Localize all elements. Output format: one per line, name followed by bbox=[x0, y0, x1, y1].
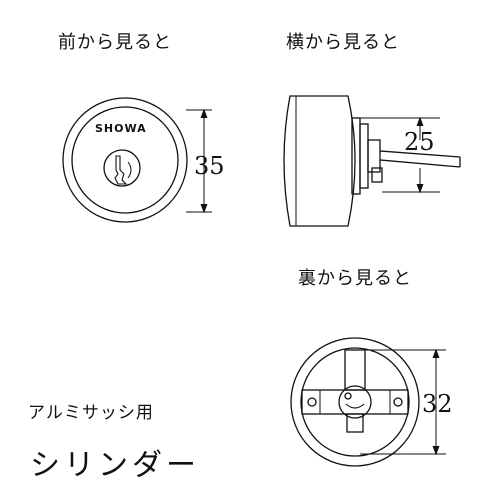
key-plug bbox=[103, 149, 141, 187]
front-inner-ring bbox=[71, 106, 179, 214]
front-outer-ring bbox=[62, 97, 188, 223]
front-view bbox=[62, 97, 188, 223]
back-view-label: 裏から見ると bbox=[298, 268, 412, 289]
front-dimension-line bbox=[186, 108, 212, 214]
side-body-inner bbox=[359, 123, 369, 189]
back-diameter-value: 32 bbox=[422, 390, 453, 418]
front-view-label: 前から見ると bbox=[58, 32, 172, 53]
back-cross-bar bbox=[301, 389, 409, 415]
brand-text: SHOWA bbox=[95, 122, 147, 135]
side-view bbox=[283, 95, 461, 227]
back-inner-ring bbox=[300, 347, 410, 457]
usage-label: アルミサッシ用 bbox=[28, 403, 154, 423]
back-stem bbox=[344, 349, 366, 391]
keyway bbox=[114, 155, 128, 185]
side-head bbox=[283, 95, 356, 227]
side-length-value: 25 bbox=[404, 128, 435, 156]
side-dimension-line bbox=[360, 116, 440, 194]
product-name: シリンダー bbox=[30, 448, 200, 483]
side-view-label: 横から見ると bbox=[286, 32, 400, 53]
back-dimension-line bbox=[360, 348, 446, 456]
back-screw-left bbox=[307, 397, 317, 407]
front-diameter-value: 35 bbox=[194, 152, 225, 180]
back-outer-ring bbox=[290, 337, 420, 467]
back-view bbox=[290, 337, 420, 467]
back-screw-right bbox=[393, 397, 403, 407]
back-cam bbox=[338, 385, 372, 419]
side-body-core bbox=[367, 139, 381, 173]
